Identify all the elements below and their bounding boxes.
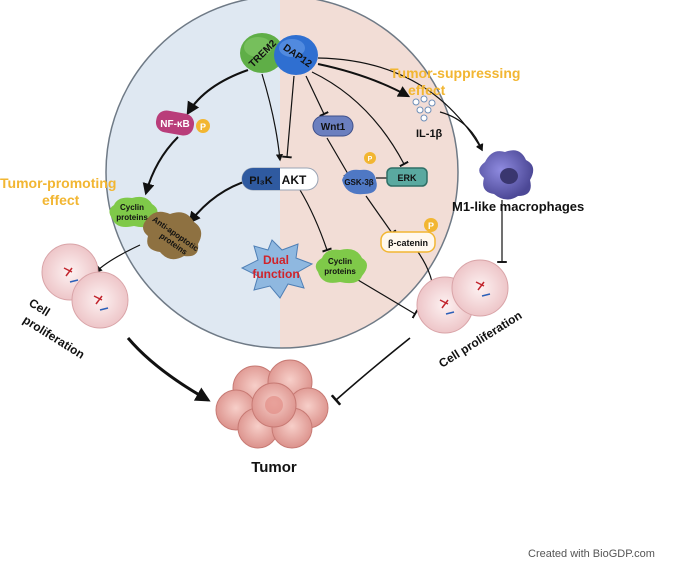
arrow-nfkb-cyclin: [142, 136, 179, 196]
cyclin-shape-right: [315, 249, 367, 284]
dual-function-star-icon: [240, 239, 314, 299]
arrow-trem2-nfkb: [186, 68, 249, 116]
erk-shape: [386, 167, 428, 187]
phospho-icon: [196, 119, 210, 133]
m1-macrophage-label: M1-like macrophages: [452, 199, 584, 214]
svg-text:P: P: [368, 156, 373, 163]
svg-text:proteins: proteins: [324, 267, 356, 276]
wnt1-shape: [312, 115, 354, 137]
anti-apoptotic-shape: [143, 211, 202, 260]
cyclin-shape-left: [109, 196, 158, 228]
il1b-particles-icon: [412, 95, 436, 122]
svg-text:Cyclin: Cyclin: [120, 203, 144, 212]
tumor-suppressing-label: Tumor-suppressing: [390, 65, 520, 81]
beta-catenin-node: β-catenin P: [380, 218, 438, 253]
arrow-cellprolif-tumor: [126, 337, 211, 402]
inhibit-gsk3b-catenin: [365, 195, 397, 237]
pi3k-akt-node: PI₃K AKT: [241, 167, 319, 191]
beta-catenin-label: β-catenin: [388, 238, 428, 248]
il1b-label: IL-1β: [416, 128, 443, 140]
tumor-promoting-label: Tumor-promoting: [0, 175, 116, 191]
dual-function-label-line2: function: [252, 267, 299, 281]
gsk3b-shape: [342, 169, 377, 195]
inhibit-dap12-erk: [311, 71, 409, 168]
dividing-cell-right-icon: [416, 259, 509, 334]
cyclin-proteins-right: Cyclin proteins: [315, 249, 367, 284]
arrow-trem2-pi3k: [261, 73, 284, 162]
inhibit-dap12-pi3k: [282, 75, 295, 159]
credit-text: Created with BioGDP.com: [528, 548, 655, 560]
phospho-icon-gsk: [364, 152, 376, 164]
nfkb-label: NF-κB: [160, 119, 189, 130]
wnt1-node: Wnt1: [312, 115, 354, 137]
arrow-il1b-macrophage: [439, 111, 484, 152]
pi3k-shape: [242, 168, 280, 190]
tumor-promoting-label-line2: effect: [42, 192, 80, 208]
phospho-icon-catenin: [424, 218, 438, 232]
inhibit-dap12-wnt1: [305, 75, 329, 117]
inhibit-cellprolif-tumor: [330, 337, 411, 406]
il1b-node: IL-1β: [412, 95, 443, 140]
dual-function-node: Dual function: [240, 239, 314, 299]
tumor-label: Tumor: [251, 459, 297, 476]
trem2-dap12-complex: TREM2 DAP12: [240, 33, 318, 75]
nfkb-node: NF-κB P: [155, 110, 210, 136]
svg-text:P: P: [428, 221, 434, 231]
m1-macrophage-node: M1-like macrophages: [452, 150, 584, 214]
akt-label: AKT: [282, 173, 307, 187]
cell-proliferation-left-label-line2: proliferation: [20, 313, 87, 362]
erk-label: ERK: [397, 173, 417, 183]
arrow-dap12-macrophage: [317, 57, 483, 152]
dual-function-label: Dual: [263, 253, 289, 267]
gsk3b-label: GSK-3β: [344, 178, 373, 187]
nfkb-shape: [155, 110, 195, 136]
tumor-icon: [215, 359, 329, 449]
tumor-suppressing-label-line2: effect: [408, 82, 446, 98]
inhibit-akt-cyclin: [299, 189, 332, 253]
phospho-label: P: [200, 122, 206, 132]
cyclin-proteins-left: Cyclin proteins: [109, 196, 158, 228]
wnt1-label: Wnt1: [321, 122, 346, 133]
svg-text:proteins: proteins: [116, 213, 148, 222]
svg-text:Cyclin: Cyclin: [328, 257, 352, 266]
dividing-cell-left-icon: [41, 243, 129, 329]
circle-border: [105, 0, 459, 349]
beta-catenin-shape: [380, 231, 436, 253]
inhibit-cyclin-cellprolif: [357, 279, 419, 319]
gsk3b-erk-node: P GSK-3β ERK: [342, 152, 428, 195]
inhibit-wnt1-gsk3b: [326, 137, 353, 178]
arrow-dap12-il1b: [317, 63, 411, 98]
anti-apoptotic-proteins: Anti-apoptotic proteins: [143, 211, 202, 260]
pi3k-label: PI₃K: [249, 175, 272, 187]
